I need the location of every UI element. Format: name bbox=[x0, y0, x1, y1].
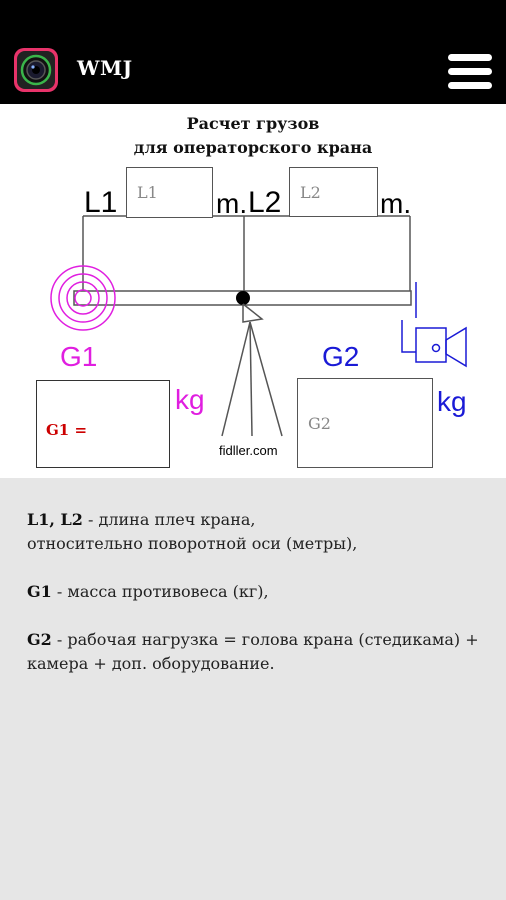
status-bar bbox=[0, 0, 506, 36]
description-g1: G1 - масса противовеса (кг), bbox=[27, 582, 269, 601]
counterweight-icon bbox=[50, 265, 116, 331]
calculator-panel: Расчет грузов для операторского крана bbox=[0, 104, 506, 478]
l1-unit: m. bbox=[216, 188, 248, 219]
g1-result-box: G1 = bbox=[36, 380, 170, 468]
l1-label: L1 bbox=[84, 186, 118, 219]
g2-label: G2 bbox=[322, 341, 360, 372]
app-bar: WMJ bbox=[0, 36, 506, 104]
l2-input[interactable] bbox=[289, 167, 378, 217]
hamburger-menu-icon[interactable] bbox=[446, 52, 494, 92]
tripod-caption: fidller.com bbox=[219, 443, 278, 458]
description-l: L1, L2 - длина плеч крана, относительно … bbox=[27, 510, 358, 553]
l2-unit: m. bbox=[380, 188, 412, 219]
l1-input[interactable] bbox=[126, 167, 213, 218]
g1-unit: kg bbox=[175, 384, 205, 415]
pivot-point bbox=[236, 291, 250, 305]
app-title: WMJ bbox=[77, 56, 133, 80]
pivot-bracket bbox=[242, 303, 264, 323]
g2-unit: kg bbox=[437, 386, 467, 417]
g2-input[interactable] bbox=[297, 378, 433, 468]
g1-label: G1 bbox=[60, 341, 98, 372]
l2-label: L2 bbox=[248, 186, 282, 219]
g1-result: G1 = bbox=[46, 421, 88, 439]
camera-lens-icon[interactable] bbox=[13, 47, 59, 93]
crane-diagram bbox=[50, 215, 467, 437]
tripod-icon bbox=[221, 321, 283, 437]
video-camera-icon bbox=[401, 282, 467, 368]
page-title: Расчет грузов для операторского крана bbox=[133, 114, 373, 157]
description-g2: G2 - рабочая нагрузка = голова крана (ст… bbox=[27, 630, 479, 673]
description: L1, L2 - длина плеч крана, относительно … bbox=[27, 508, 487, 700]
